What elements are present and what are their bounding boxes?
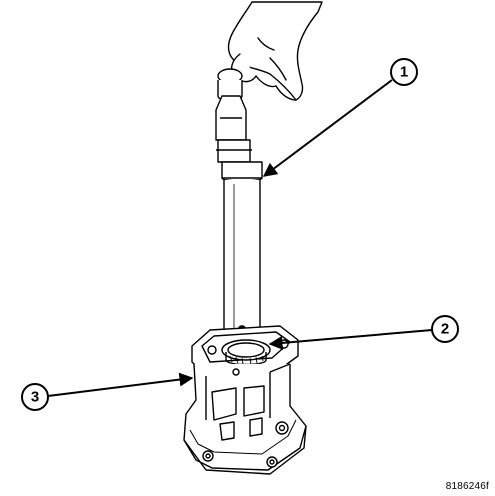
- callout-2: 2: [431, 315, 459, 343]
- callout-3: 3: [21, 383, 49, 411]
- extension-housing: [183, 325, 307, 475]
- installer-tool: [215, 68, 263, 342]
- callout-2-label: 2: [441, 321, 449, 338]
- callout-3-label: 3: [31, 389, 39, 406]
- figure-id: 8186246f: [445, 481, 489, 492]
- callout-1-label: 1: [400, 64, 408, 81]
- leader-line-3: [47, 372, 194, 397]
- leader-line-1: [262, 79, 393, 177]
- callout-1: 1: [390, 58, 418, 86]
- leader-line-2: [268, 329, 433, 350]
